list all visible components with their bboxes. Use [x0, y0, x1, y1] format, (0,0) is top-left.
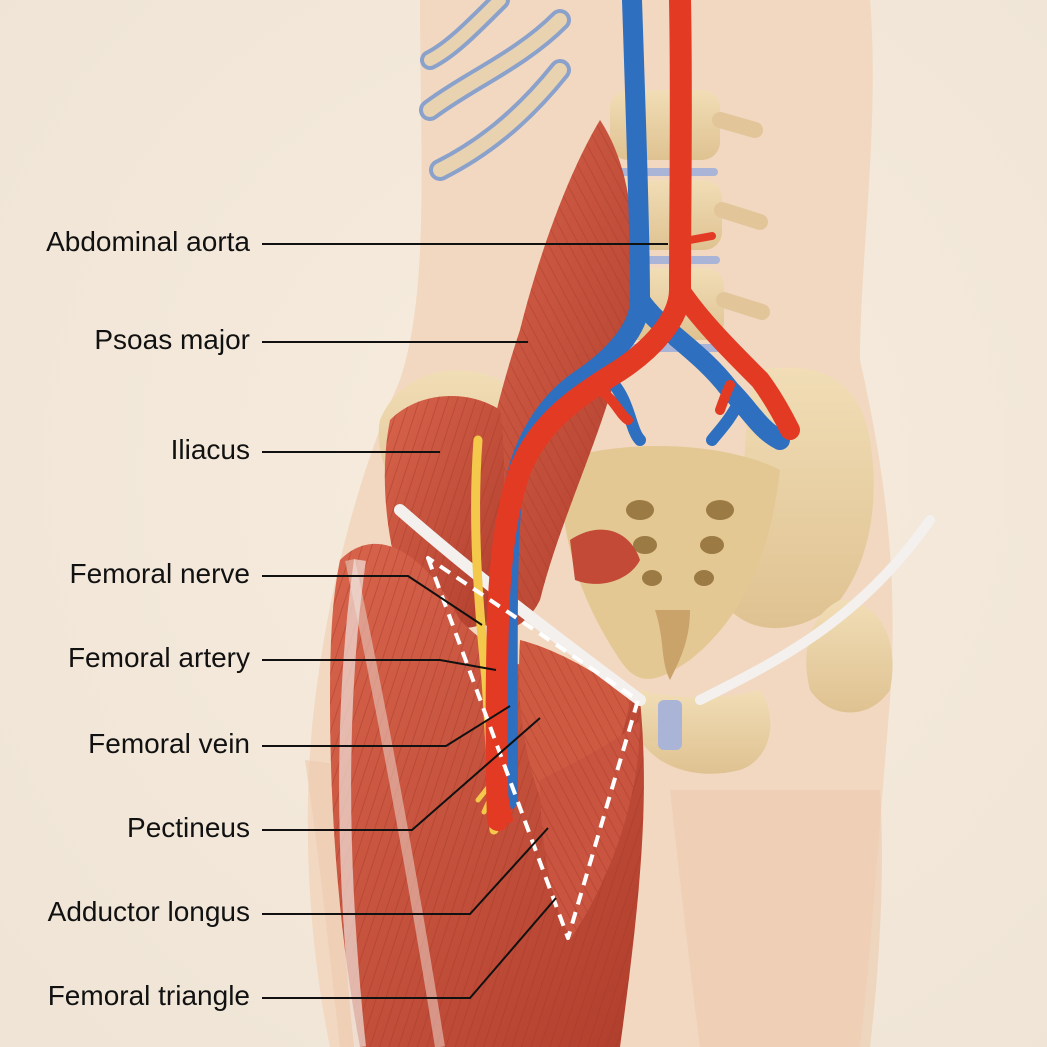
abdominal-aorta-vessel: [485, 0, 692, 831]
label-femoral-artery: Femoral artery: [67, 642, 250, 673]
internal-iliac-arteries: [595, 380, 735, 425]
leader-femoral-vein: [262, 705, 511, 747]
inguinal-ligament-right: [695, 515, 935, 705]
label-abdominal-aorta: Abdominal aorta: [46, 226, 250, 257]
coccyx: [655, 610, 690, 680]
pubic-symphysis: [658, 700, 682, 750]
leader-femoral-triangle: [262, 897, 557, 999]
right-thigh-skin: [670, 790, 882, 1047]
label-pectineus: Pectineus: [127, 812, 250, 843]
leader-lines: [262, 243, 668, 999]
lumbar-artery: [686, 232, 716, 244]
inguinal-ligament: [394, 504, 646, 706]
ribs: [419, 0, 571, 181]
label-femoral-nerve: Femoral nerve: [69, 558, 250, 589]
label-iliacus: Iliacus: [170, 434, 250, 465]
leader-adductor-longus: [262, 827, 549, 915]
label-psoas-major: Psoas major: [94, 324, 250, 355]
leader-pectineus: [262, 717, 541, 831]
sacral-foramina: [626, 500, 734, 586]
label-adductor-longus: Adductor longus: [47, 896, 250, 927]
femoral-triangle-outline: [426, 556, 640, 940]
leader-femoral-nerve: [262, 575, 483, 626]
sartorius-strip: [345, 558, 445, 1047]
it-band: [339, 559, 366, 1047]
leader-femoral-artery: [262, 659, 497, 671]
piriformis-muscle: [570, 529, 640, 584]
label-femoral-vein: Femoral vein: [88, 728, 250, 759]
label-femoral-triangle: Femoral triangle: [47, 980, 250, 1011]
